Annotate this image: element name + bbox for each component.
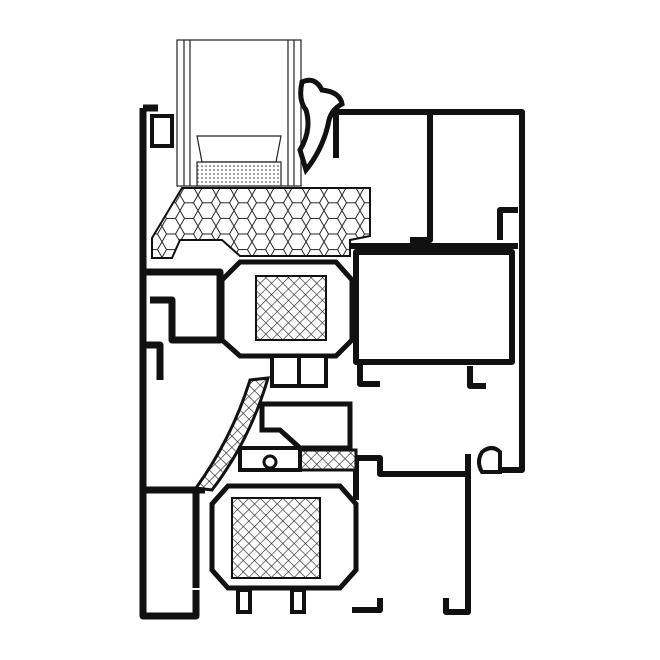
lower-thermal-break	[209, 483, 359, 614]
middle-insert	[193, 376, 358, 492]
honeycomb-insulator	[151, 187, 371, 259]
upper-sash-profile	[333, 109, 525, 473]
weather-gasket-right	[477, 446, 502, 474]
lower-insulation-block	[231, 497, 321, 579]
glazing-gasket-right	[297, 77, 345, 176]
glazing-gasket-left	[150, 114, 174, 148]
upper-insulation-block	[255, 275, 327, 341]
upper-thermal-break	[219, 259, 355, 388]
lower-sash-profile	[352, 454, 471, 615]
outer-frame-profile	[139, 104, 224, 620]
glazing-unit	[176, 39, 302, 187]
